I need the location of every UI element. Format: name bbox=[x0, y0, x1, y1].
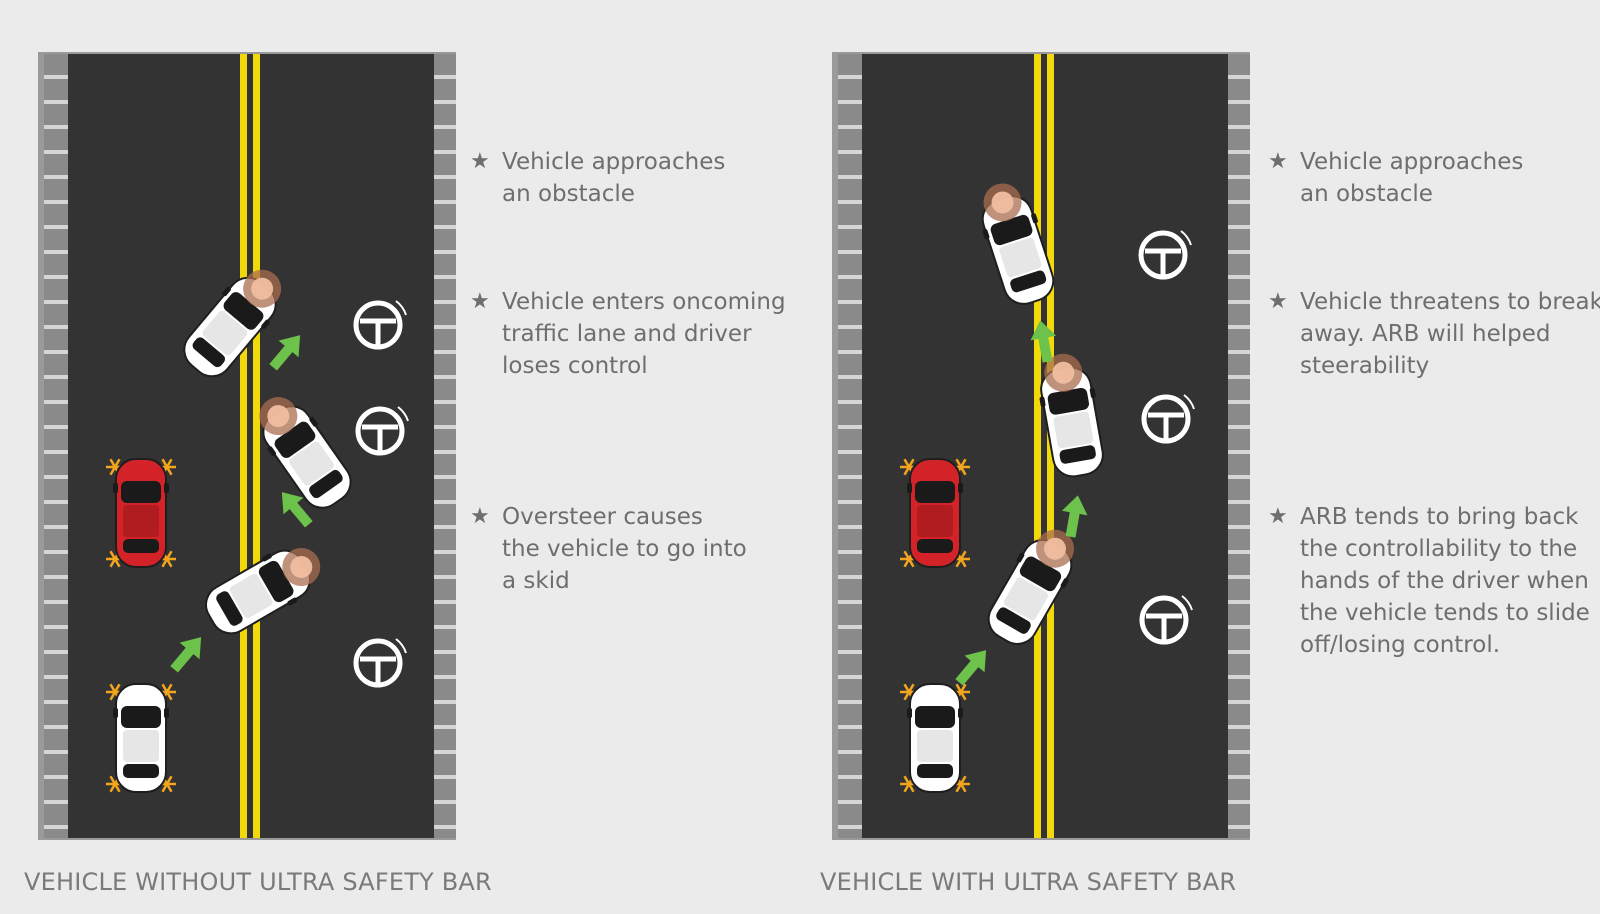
steering-wheel-icon bbox=[355, 406, 409, 456]
caption-left: VEHICLE WITHOUT ULTRA SAFETY BAR bbox=[24, 868, 492, 896]
center-line bbox=[1034, 54, 1041, 838]
note-right-3: ★ ARB tends to bring back the controllab… bbox=[1268, 501, 1590, 661]
road-right bbox=[832, 52, 1250, 840]
arrow-icon bbox=[269, 335, 301, 371]
note-line: an obstacle bbox=[502, 181, 635, 207]
curb-left bbox=[44, 54, 68, 838]
car-icon bbox=[981, 183, 1055, 305]
star-icon: ★ bbox=[470, 289, 490, 314]
car-icon bbox=[987, 529, 1074, 645]
note-left-3: ★ Oversteer causes the vehicle to go int… bbox=[470, 501, 747, 597]
caption-right: VEHICLE WITH ULTRA SAFETY BAR bbox=[820, 868, 1237, 896]
note-line: the vehicle tends to slide bbox=[1300, 600, 1590, 626]
note-line: hands of the driver when bbox=[1300, 568, 1589, 594]
note-line: Vehicle approaches bbox=[502, 149, 726, 175]
star-icon: ★ bbox=[1268, 504, 1288, 529]
note-line: ARB tends to bring back bbox=[1300, 504, 1579, 530]
center-line bbox=[240, 54, 247, 838]
note-left-1: ★ Vehicle approaches an obstacle bbox=[470, 146, 726, 210]
curb-right bbox=[434, 54, 456, 838]
obstacle-car-icon bbox=[900, 458, 970, 568]
car-icon bbox=[106, 683, 176, 793]
note-line: Vehicle enters oncoming bbox=[502, 289, 786, 315]
car-icon bbox=[205, 548, 321, 635]
note-line: Vehicle approaches bbox=[1300, 149, 1524, 175]
note-line: an obstacle bbox=[1300, 181, 1433, 207]
road-items bbox=[106, 183, 1195, 793]
note-right-2: ★ Vehicle threatens to break away. ARB w… bbox=[1268, 286, 1600, 382]
note-line: away. ARB will helped bbox=[1300, 321, 1551, 347]
note-left-2: ★ Vehicle enters oncoming traffic lane a… bbox=[470, 286, 786, 382]
steering-wheel-icon bbox=[1138, 230, 1192, 280]
note-line: traffic lane and driver bbox=[502, 321, 752, 347]
note-line: loses control bbox=[502, 353, 648, 379]
car-icon bbox=[183, 269, 282, 378]
arrow-icon bbox=[1030, 320, 1057, 363]
note-line: Vehicle threatens to break bbox=[1300, 289, 1600, 315]
obstacle-car-icon bbox=[106, 458, 176, 568]
note-line: Oversteer causes bbox=[502, 504, 703, 530]
curb-left bbox=[838, 54, 862, 838]
note-line: the vehicle to go into bbox=[502, 536, 747, 562]
car-icon bbox=[900, 683, 970, 793]
note-line: off/losing control. bbox=[1300, 632, 1501, 658]
car-icon bbox=[1039, 353, 1104, 478]
star-icon: ★ bbox=[1268, 289, 1288, 314]
star-icon: ★ bbox=[1268, 149, 1288, 174]
steering-wheel-icon bbox=[353, 300, 407, 350]
note-line: the controllability to the bbox=[1300, 536, 1578, 562]
steering-wheel-icon bbox=[1141, 394, 1195, 444]
star-icon: ★ bbox=[470, 504, 490, 529]
note-line: steerability bbox=[1300, 353, 1430, 379]
star-icon: ★ bbox=[470, 149, 490, 174]
hazard-light-icon bbox=[158, 683, 176, 701]
arrow-icon bbox=[170, 637, 202, 673]
note-right-1: ★ Vehicle approaches an obstacle bbox=[1268, 146, 1524, 210]
hazard-light-icon bbox=[900, 550, 918, 568]
road-left bbox=[38, 52, 456, 840]
arrow-icon bbox=[955, 650, 987, 686]
arrow-icon bbox=[281, 492, 313, 528]
steering-wheel-icon bbox=[353, 638, 407, 688]
curb-right bbox=[1228, 54, 1250, 838]
car-icon bbox=[259, 397, 352, 509]
note-line: a skid bbox=[502, 568, 570, 594]
steering-wheel-icon bbox=[1139, 595, 1193, 645]
center-line bbox=[253, 54, 260, 838]
arrow-icon bbox=[1061, 495, 1088, 538]
hazard-light-icon bbox=[900, 458, 918, 476]
